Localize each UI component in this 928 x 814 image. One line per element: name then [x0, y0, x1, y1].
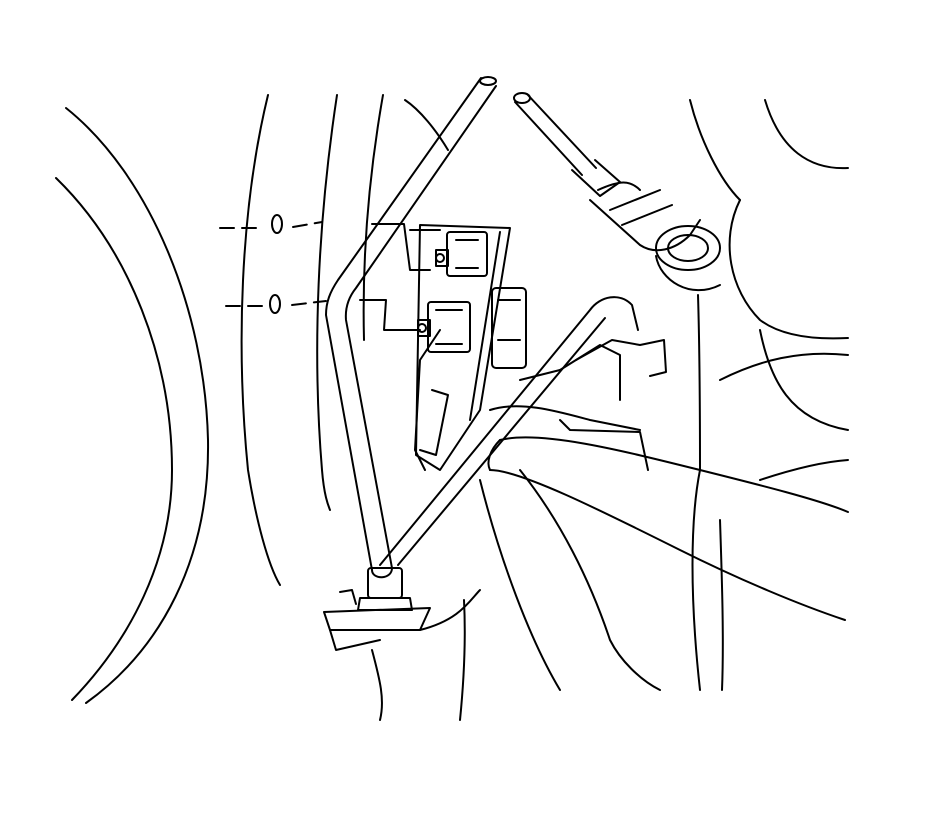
upper-mounting-hole — [271, 214, 283, 234]
mounting-holes — [219, 214, 327, 314]
suspension-arm — [379, 199, 849, 691]
sensor-plug — [655, 225, 721, 271]
connector-bracket — [359, 223, 511, 471]
body-clip — [323, 567, 481, 721]
upper-connector — [435, 231, 488, 277]
wheel-well-arcs — [55, 94, 449, 704]
wiring-harness-bundle — [513, 92, 849, 292]
lower-mounting-hole — [269, 294, 281, 314]
brake-line-tube — [325, 76, 497, 579]
lower-connector — [417, 287, 527, 369]
